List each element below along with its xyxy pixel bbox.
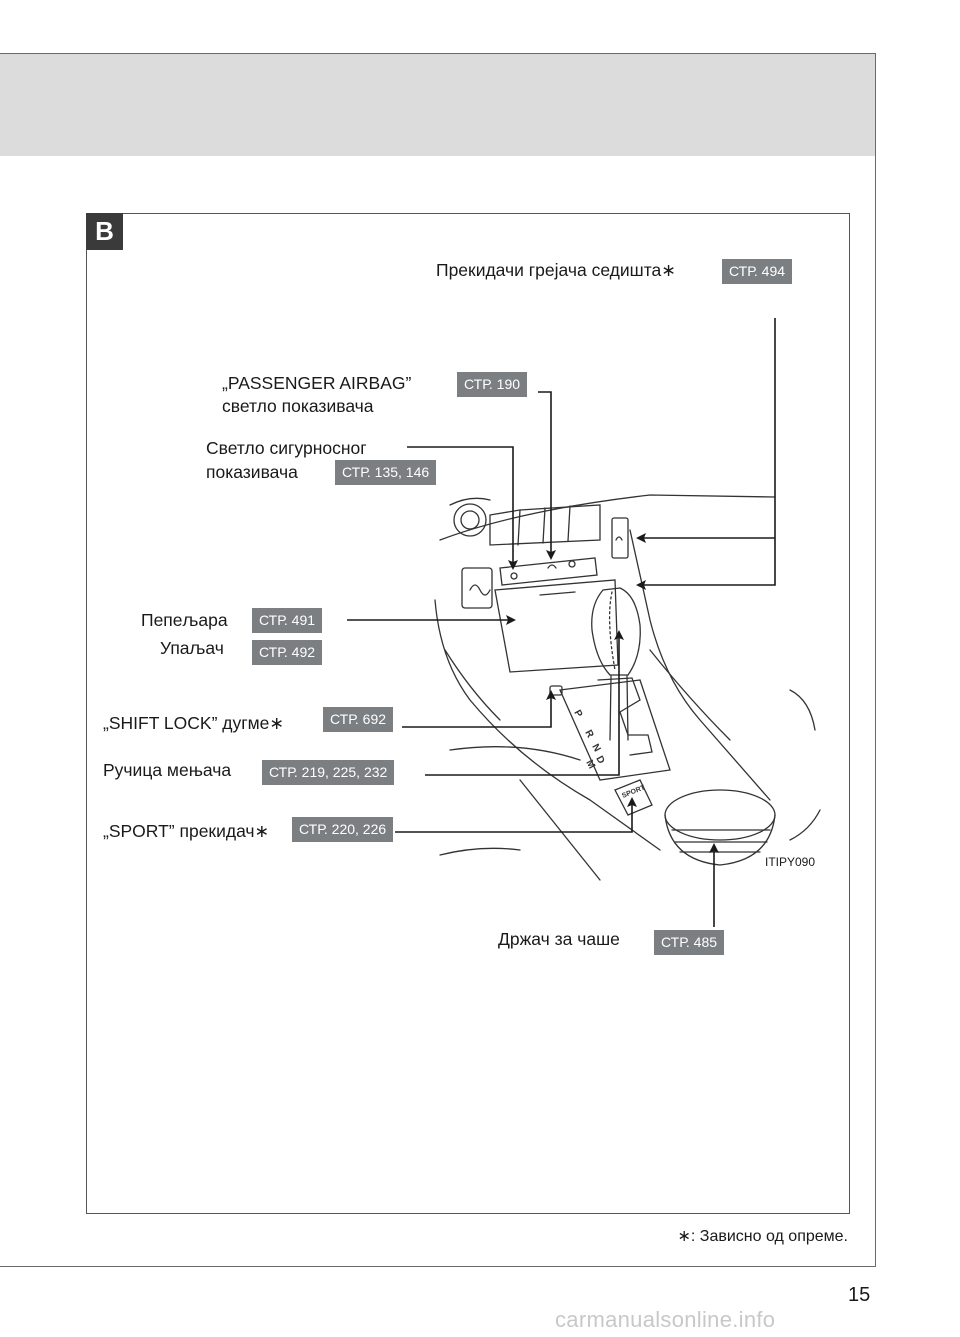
label-passenger-airbag-1: „PASSENGER AIRBAG”: [222, 373, 412, 393]
section-badge: B: [86, 213, 123, 250]
label-security-1: Светло сигурносног: [206, 438, 367, 458]
label-shift-lock: „SHIFT LOCK” дугме∗: [103, 713, 285, 733]
ref-shift-lock[interactable]: СТР. 692: [323, 707, 394, 732]
label-security-2: показивача: [206, 462, 298, 482]
gear-n: N: [589, 742, 602, 754]
footnote: ∗: Зависно од опреме.: [677, 1228, 848, 1245]
gear-p: P: [571, 708, 584, 719]
ref-lighter[interactable]: СТР. 492: [252, 640, 323, 665]
ref-cup-holder[interactable]: СТР. 485: [654, 930, 725, 955]
ref-security[interactable]: СТР. 135, 146: [335, 460, 437, 485]
gear-r: R: [582, 728, 595, 740]
label-lighter: Упаљач: [160, 638, 224, 658]
page-frame: [0, 53, 876, 1267]
ref-passenger-airbag[interactable]: СТР. 190: [457, 372, 528, 397]
ref-shift-lever[interactable]: СТР. 219, 225, 232: [262, 760, 395, 785]
ref-seat-heater[interactable]: СТР. 494: [722, 259, 793, 284]
illustration-code: ITIPY090: [765, 855, 815, 869]
watermark: carmanualsonline.info: [555, 1307, 776, 1332]
label-cup-holder: Држач за чаше: [498, 929, 620, 949]
label-ashtray: Пепељара: [141, 610, 228, 630]
ref-ashtray[interactable]: СТР. 491: [252, 608, 323, 633]
illustration-panel: [86, 213, 850, 1214]
label-shift-lever: Ручица мењача: [103, 760, 232, 780]
label-sport: „SPORT” прекидач∗: [103, 821, 270, 841]
header-band: [0, 54, 875, 156]
label-passenger-airbag-2: светло показивача: [222, 396, 374, 416]
label-seat-heater: Прекидачи грејача седишта∗: [436, 260, 676, 280]
page-number: 15: [848, 1284, 871, 1306]
gear-d: D: [593, 754, 606, 766]
ref-sport[interactable]: СТР. 220, 226: [292, 817, 394, 842]
